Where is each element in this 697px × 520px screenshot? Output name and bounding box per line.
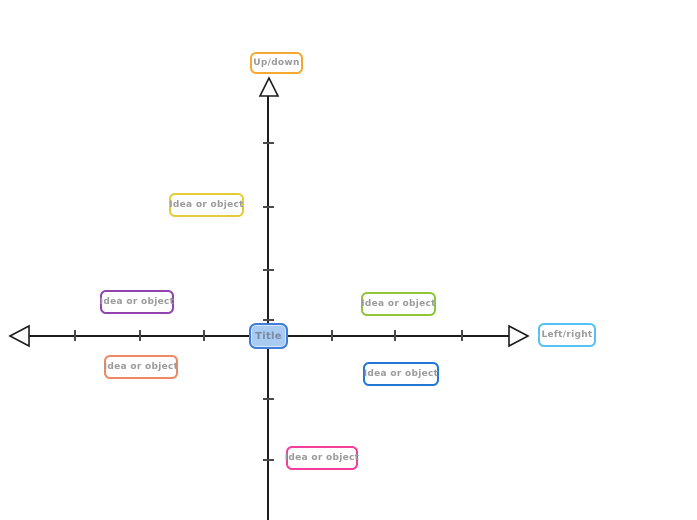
x-axis-tick [461, 330, 463, 341]
x-axis-tick [394, 330, 396, 341]
node-idea-coral[interactable]: Idea or object [104, 355, 178, 379]
right-arrowhead-icon [508, 324, 530, 348]
node-idea-yellow[interactable]: Idea or object [169, 193, 244, 217]
up-arrowhead-icon [258, 76, 280, 97]
node-title[interactable]: Title [249, 323, 288, 349]
node-idea-purple[interactable]: Idea or object [100, 290, 174, 314]
node-label: Up/down [253, 58, 300, 68]
y-axis-tick [263, 142, 274, 144]
x-axis-tick [203, 330, 205, 341]
x-axis-tick [74, 330, 76, 341]
y-axis-tick [263, 269, 274, 271]
left-arrowhead-icon [8, 324, 30, 348]
node-label: Idea or object [363, 369, 439, 379]
node-label: Idea or object [361, 299, 436, 309]
y-axis-tick [263, 319, 274, 321]
node-label: Idea or object [284, 453, 360, 463]
y-axis-tick [263, 398, 274, 400]
vertical-axis-line [267, 94, 269, 520]
node-idea-pink[interactable]: Idea or object [284, 446, 360, 470]
x-axis-tick [331, 330, 333, 341]
node-label: Idea or object [103, 362, 179, 372]
x-axis-tick [139, 330, 141, 341]
y-axis-tick [263, 206, 274, 208]
node-idea-green[interactable]: Idea or object [361, 292, 436, 316]
node-up-down-label[interactable]: Up/down [250, 52, 303, 74]
node-label: Left/right [541, 330, 593, 340]
node-left-right-label[interactable]: Left/right [538, 323, 596, 347]
node-label: Idea or object [169, 200, 244, 210]
node-label: Title [255, 330, 282, 342]
node-idea-blue[interactable]: Idea or object [363, 362, 439, 386]
node-label: Idea or object [99, 297, 175, 307]
y-axis-tick [263, 459, 274, 461]
